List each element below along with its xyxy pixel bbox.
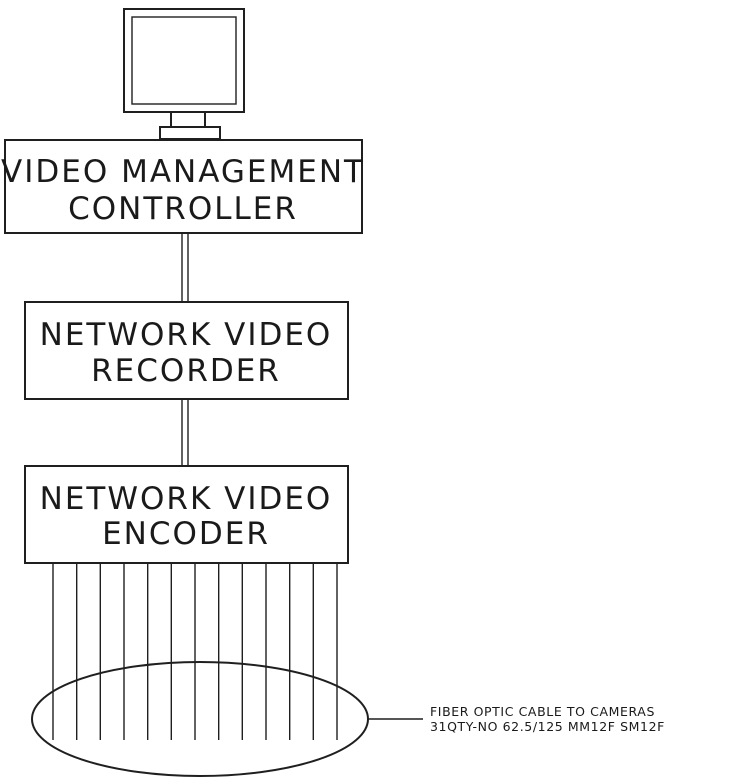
box-label-line1: NETWORK VIDEO [40, 481, 333, 517]
box-label-line1: NETWORK VIDEO [40, 317, 333, 353]
box-label-line1: VIDEO MANAGEMENT [1, 154, 365, 190]
box-label-line2: RECORDER [91, 353, 281, 389]
cable-note-line2: 31QTY-NO 62.5/125 MM12F SM12F [430, 719, 665, 734]
fiber-cables [52, 563, 338, 740]
monitor-icon [123, 8, 245, 140]
cable-bundle-ellipse [31, 661, 369, 777]
network-video-encoder-box: NETWORK VIDEO ENCODER [24, 465, 349, 564]
box-label-line2: CONTROLLER [68, 191, 298, 227]
network-video-recorder-box: NETWORK VIDEO RECORDER [24, 301, 349, 400]
cable-note-line1: FIBER OPTIC CABLE TO CAMERAS [430, 704, 655, 719]
box-label-line2: ENCODER [102, 516, 270, 552]
connector-line [181, 399, 189, 466]
video-management-controller-box: VIDEO MANAGEMENT CONTROLLER [1, 139, 365, 234]
connector-line [181, 233, 189, 302]
